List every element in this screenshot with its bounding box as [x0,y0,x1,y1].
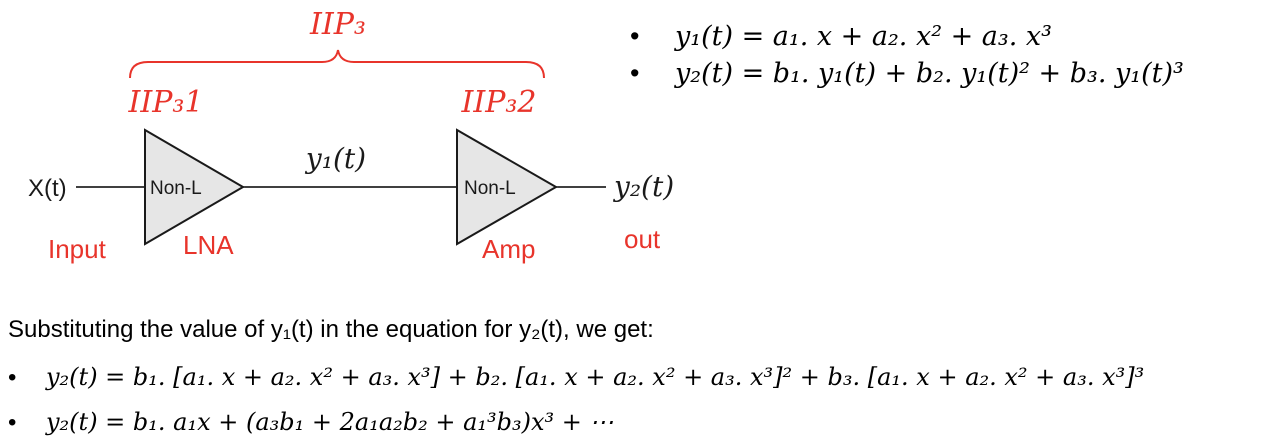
iip3-2-label: IIP₃2 [461,85,537,120]
output-caption: out [624,224,661,254]
equation-y2: y₂(t) = b₁. y₁(t) + b₂. y₁(t)² + b₃. y₁(… [630,55,1184,92]
substituted-equations: y₂(t) = b₁. [a₁. x + a₂. x² + a₃. x³] + … [8,355,1144,445]
iip3-total-brace [129,49,545,79]
cascade-diagram: IIP₃ IIP₃1 IIP₃2 Non-L Non-L y₁(t) X(t) … [28,7,674,264]
lna-caption: LNA [183,230,234,260]
transfer-equations: y₁(t) = a₁. x + a₂. x² + a₃. x³ y₂(t) = … [630,18,1184,92]
amp-caption: Amp [482,234,535,264]
output-signal-label: y₂(t) [612,170,674,203]
lna-amplifier-icon [144,128,245,246]
input-caption: Input [48,234,107,264]
substitution-text: Substituting the value of y₁(t) in the e… [8,316,654,343]
iip3-1-label: IIP₃1 [128,85,204,120]
interstage-signal-label: y₁(t) [304,142,366,175]
input-signal-label: X(t) [28,175,67,202]
lna-nonlinear-label: Non-L [150,178,202,199]
amp-amplifier-icon [456,128,559,246]
equation-y1: y₁(t) = a₁. x + a₂. x² + a₃. x³ [630,18,1184,55]
iip3-total-label: IIP₃ [309,7,366,42]
equation-simplified: y₂(t) = b₁. a₁x + (a₃b₁ + 2a₁a₂b₂ + a₁³b… [8,400,1144,445]
amp-nonlinear-label: Non-L [464,178,516,199]
equation-expanded: y₂(t) = b₁. [a₁. x + a₂. x² + a₃. x³] + … [8,355,1144,400]
